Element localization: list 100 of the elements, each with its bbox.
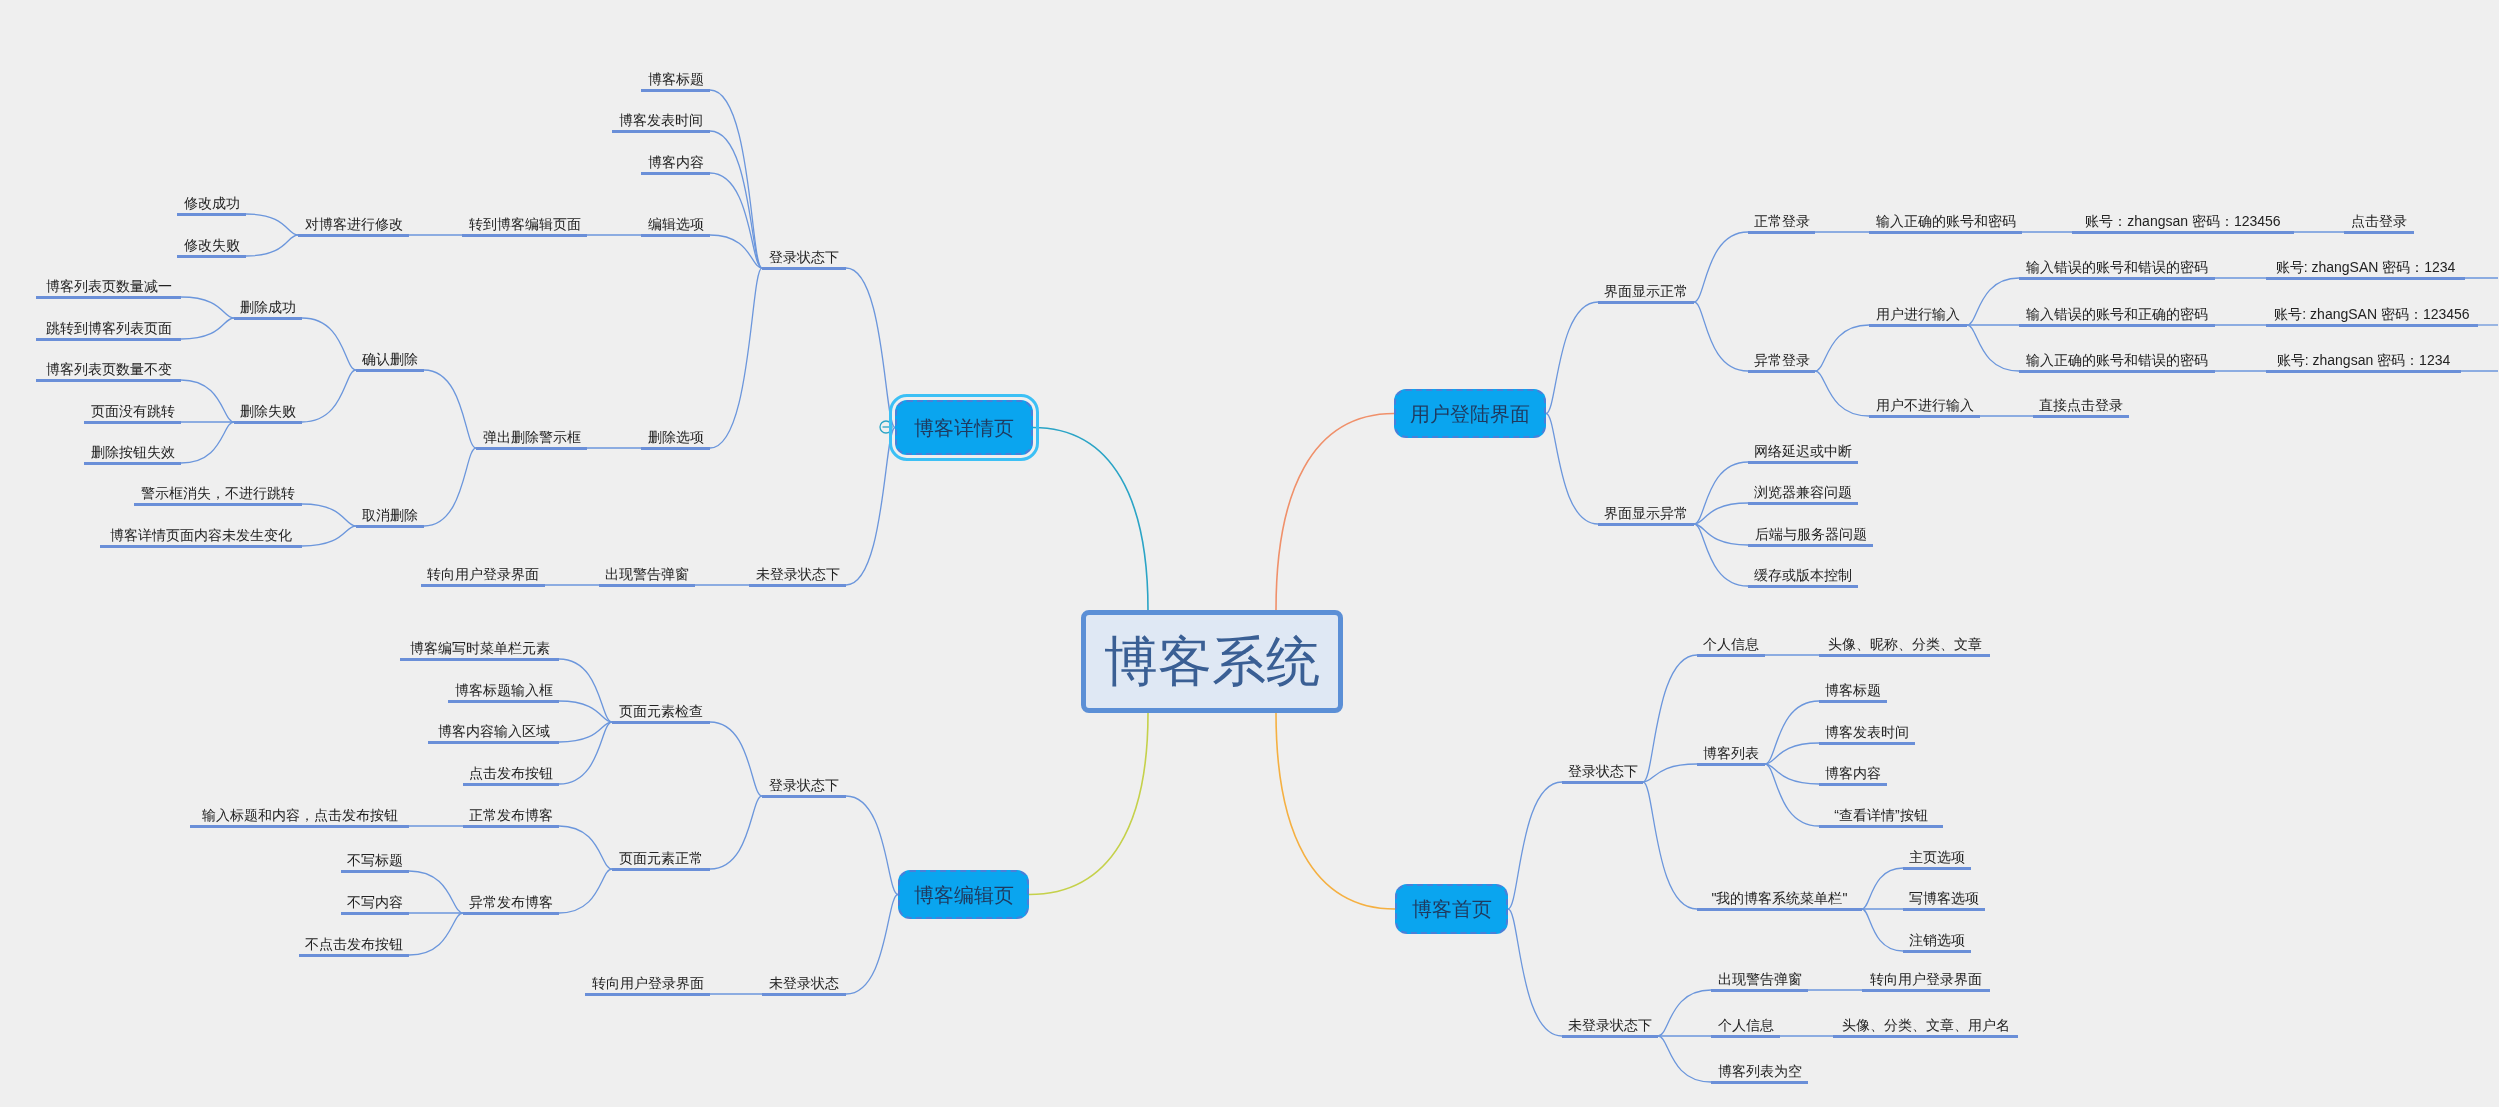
connector [694,584,750,586]
connector [1861,908,1904,910]
branch-label: 不写内容 [341,893,409,915]
connector [1657,989,1712,1037]
branch-label: 修改成功 [177,194,246,216]
branch-label: 博客列表页数量不变 [36,360,181,382]
branch-label: 点击登录 [2344,212,2414,234]
branch-label: 账号：zhangsan 密码：123456 [2072,212,2294,234]
branch-label: 博客内容 [641,153,710,175]
connector [1642,781,1698,910]
branch-label: 转到博客编辑页面 [462,215,587,237]
branch-label: 转向用户登录界面 [585,974,710,996]
connector [1657,1035,1712,1083]
branch-label: 异常发布博客 [463,893,559,915]
connector [709,234,763,269]
branch-label: 删除按钮失效 [84,443,181,465]
connector [1028,712,1149,896]
connector [180,421,235,464]
branch-label: "我的博客系统菜单栏" [1697,889,1862,911]
connector [2021,231,2073,233]
branch-label: 未登录状态 [762,974,846,996]
connector [1966,277,2020,326]
branch-label: 博客发表时间 [612,111,710,133]
branch-label: 账号: zhangSAN 密码：1234 [2266,258,2465,280]
connector [558,825,613,870]
branch-label: 博客内容输入区域 [428,722,559,744]
connector [408,825,464,827]
branch-label: 博客发表时间 [1819,723,1915,745]
connector [180,379,235,423]
branch-label: “查看详情”按钮 [1819,806,1943,828]
branch-label: 输入错误的账号和正确的密码 [2019,305,2215,327]
branch-label: 博客详情页面内容未发生变化 [100,526,302,548]
branch-label: 账号: zhangsan 密码：1234 [2266,351,2461,373]
connector [2214,324,2267,326]
branch-label: 登录状态下 [1562,762,1643,784]
branch-label: 博客编写时菜单栏元素 [400,639,559,661]
branch-label: 博客列表 [1697,744,1765,766]
branch-label: 用户不进行输入 [1869,396,1980,418]
connector [586,234,642,236]
branch-label: 跳转到博客列表页面 [36,319,181,341]
branch-label: 界面显示正常 [1598,282,1694,304]
connector [1693,502,1749,525]
connector [2214,370,2267,372]
connector [423,447,477,527]
branch-label: 编辑选项 [641,215,710,237]
connector [1693,301,1749,372]
connector [1861,908,1904,952]
branch-label: 正常登录 [1748,212,1815,234]
connector [1764,654,1820,656]
branch-label: 未登录状态下 [749,565,846,587]
branch-label: 登录状态下 [762,776,846,798]
branch-label: 用户进行输入 [1869,305,1967,327]
connector [709,993,763,995]
connector [1814,231,1870,233]
connector [586,447,642,449]
branch-label: 登录状态下 [762,248,846,270]
branch-label: 后端与服务器问题 [1748,525,1873,547]
connector [1814,370,1870,417]
connector [1979,415,2034,417]
connector [1693,523,1749,587]
connector [2214,277,2267,279]
branch-label: 转向用户登录界面 [1862,970,1990,992]
branch-label: 头像、分类、文章、用户名 [1833,1016,2018,1038]
central-topic-box: 博客系统 [1081,610,1343,713]
connector [1507,781,1563,910]
connector [301,369,357,423]
connector [180,317,235,340]
branch-label: 博客内容 [1819,764,1887,786]
connector [1693,461,1749,525]
connector [245,234,299,257]
connector [408,912,464,914]
branch-label: 异常登录 [1748,351,1815,373]
topic-box: 用户登陆界面 [1394,389,1546,438]
connector [1861,867,1904,910]
branch-label: 浏览器兼容问题 [1748,483,1858,505]
connector [1966,324,2020,372]
connector [301,525,357,547]
branch-label: 警示框消失，不进行跳转 [134,484,302,506]
connector [1545,301,1599,415]
connector [423,369,477,449]
branch-label: 页面元素正常 [612,849,710,871]
connector [245,213,299,236]
branch-label: 输入错误的账号和错误的密码 [2019,258,2215,280]
connector [1642,763,1698,783]
branch-label: 页面元素检查 [612,702,710,724]
connector [845,893,899,995]
branch-label: 网络延迟或中断 [1748,442,1858,464]
connector [709,267,763,449]
connector [845,426,896,586]
connector [709,721,763,797]
connector [1507,908,1563,1037]
branch-label: 正常发布博客 [463,806,559,828]
topic-box: 博客编辑页 [898,870,1029,919]
branch-label: 对博客进行修改 [298,215,409,237]
connector [709,795,763,870]
connector [709,172,763,269]
connector [180,421,235,423]
branch-label: 修改失败 [177,236,246,258]
branch-label: 点击发布按钮 [463,764,559,786]
connector [2477,324,2499,326]
